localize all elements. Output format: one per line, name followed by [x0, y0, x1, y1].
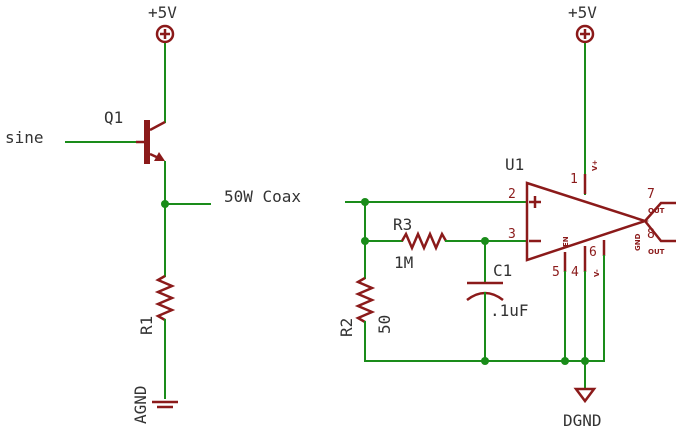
r2-resistor	[354, 276, 376, 324]
u1-pinlabel-outb: OUT	[648, 248, 665, 256]
q1-label: Q1	[104, 108, 123, 127]
right-power-label: +5V	[568, 3, 597, 22]
input-label: sine	[5, 128, 44, 147]
u1-pin-1: 1	[570, 172, 578, 187]
u1-pin-8: 8	[647, 227, 655, 242]
u1-label: U1	[505, 155, 524, 174]
agnd-ground-symbol	[152, 400, 178, 409]
agnd-label: AGND	[131, 385, 150, 424]
r1-resistor	[154, 274, 176, 322]
junction-r3	[361, 237, 369, 245]
dgnd-ground-symbol	[573, 387, 597, 404]
r1-label: R1	[137, 316, 156, 335]
u1-pin8-out	[644, 220, 676, 243]
u1-pinlabel-gnd: GND	[634, 233, 642, 251]
u1-pin-2: 2	[508, 187, 516, 202]
u1-pinlabel-vplus: V+	[591, 160, 599, 171]
left-power-symbol: +5V	[148, 3, 177, 44]
r2-value: 50	[375, 315, 394, 334]
dgnd-label: DGND	[563, 411, 602, 430]
u1-pin-5: 5	[552, 265, 560, 280]
c1-value: .1uF	[490, 301, 529, 320]
junction-emitter	[161, 200, 169, 208]
u1-pinlabel-en: EN	[562, 236, 570, 247]
c1-label: C1	[493, 261, 512, 280]
u1-comparator	[525, 181, 650, 262]
r3-resistor	[400, 230, 448, 252]
left-power-label: +5V	[148, 3, 177, 22]
junction-gnd-c1	[481, 357, 489, 365]
q1-transistor	[136, 120, 166, 164]
u1-pinlabel-out: OUT	[648, 207, 665, 215]
right-power-symbol: +5V	[568, 3, 597, 44]
r3-label: R3	[393, 215, 412, 234]
u1-pinlabel-vminus: V-	[593, 269, 601, 277]
coax-label: 50W Coax	[224, 187, 301, 206]
r3-value: 1M	[394, 253, 413, 272]
u1-pin-7: 7	[647, 187, 655, 202]
u1-pin7-out	[644, 201, 676, 222]
u1-pin-4: 4	[571, 265, 579, 280]
r2-label: R2	[337, 318, 356, 337]
u1-pin-6: 6	[589, 245, 597, 260]
u1-pin-3: 3	[508, 227, 516, 242]
